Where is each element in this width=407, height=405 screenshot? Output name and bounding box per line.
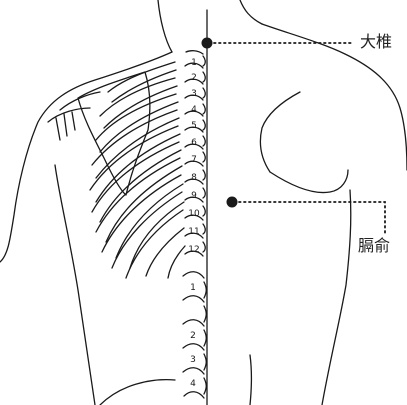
vertebral-column [183, 51, 206, 398]
vertebra-label-t9: 9 [191, 191, 197, 201]
vertebra-label-t12: 12 [188, 245, 199, 255]
vertebra-label-t1: 1 [191, 58, 197, 68]
acupoint-dazhui-marker [202, 38, 213, 49]
acupoint-geshu-group [227, 197, 386, 235]
vertebra-label-t8: 8 [191, 173, 197, 183]
vertebra-label-l2: 2 [190, 331, 196, 341]
acupoint-geshu-marker [227, 197, 238, 208]
vertebra-label-t2: 2 [191, 73, 197, 83]
ribcage [90, 62, 185, 278]
acupoint-geshu-label: 膈俞 [358, 238, 390, 254]
acupoint-geshu-leader [239, 202, 385, 234]
vertebra-label-t7: 7 [191, 155, 197, 165]
acupoint-dazhui-label: 大椎 [360, 34, 392, 50]
vertebra-label-t3: 3 [191, 89, 197, 99]
vertebra-label-l1: 1 [190, 283, 196, 293]
vertebra-label-t6: 6 [191, 138, 197, 148]
vertebra-label-t4: 4 [191, 105, 197, 115]
vertebra-label-l3: 3 [190, 355, 196, 365]
vertebra-label-l4: 4 [190, 379, 196, 389]
acupoint-dazhui-group [202, 38, 355, 49]
vertebra-label-t5: 5 [191, 121, 197, 131]
vertebra-label-t11: 11 [188, 227, 199, 237]
vertebra-label-t10: 10 [188, 209, 200, 219]
